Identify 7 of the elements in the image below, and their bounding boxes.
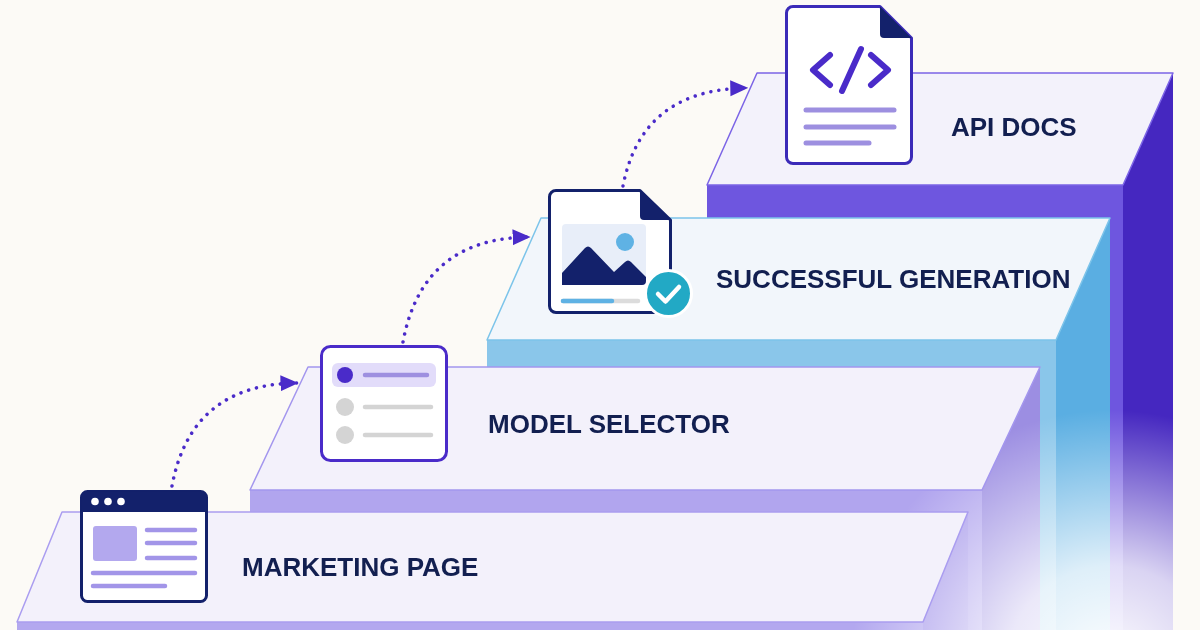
dotted-arrow: [621, 80, 750, 188]
dotted-arrow: [170, 375, 300, 488]
step-label: MARKETING PAGE: [242, 552, 479, 582]
dotted-arrow: [401, 229, 532, 344]
step-label: MODEL SELECTOR: [488, 409, 730, 439]
step-label: SUCCESSFUL GENERATION: [716, 264, 1071, 294]
step-label: API DOCS: [951, 112, 1077, 142]
